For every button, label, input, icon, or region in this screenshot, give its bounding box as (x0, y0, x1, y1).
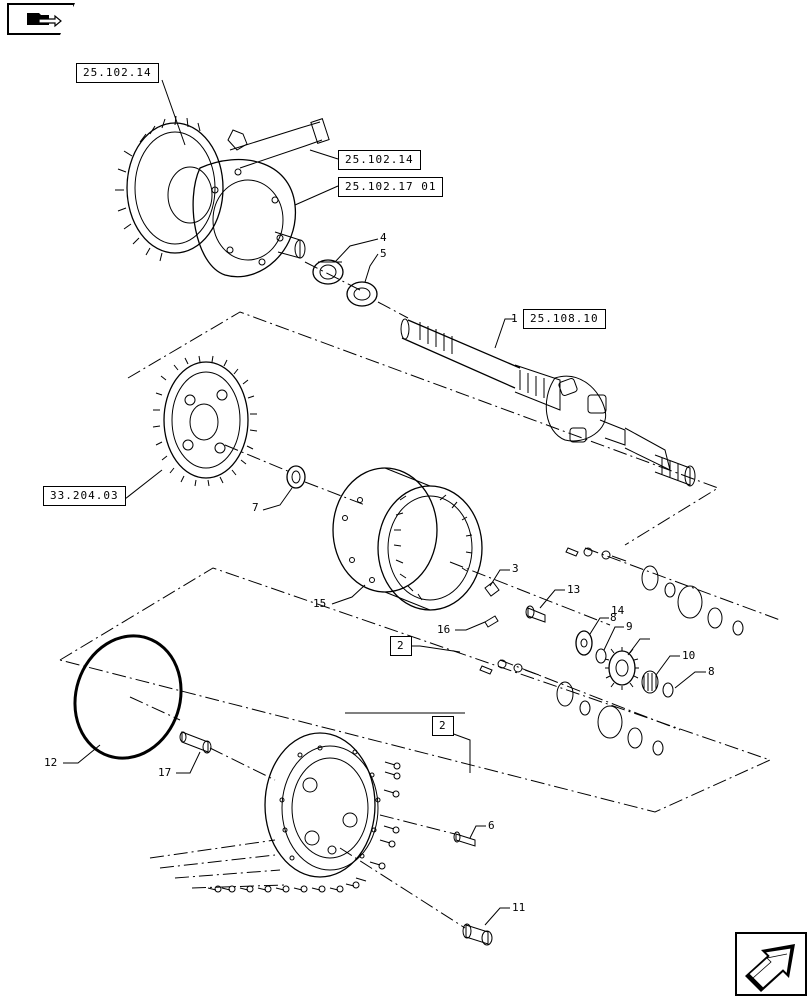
ref-box-2-upper[interactable]: 2 (390, 636, 412, 656)
callout-4: 4 (380, 231, 387, 244)
callout-1: 1 (511, 312, 518, 325)
bolt-part-6 (453, 831, 476, 847)
callout-11: 11 (512, 901, 526, 914)
ring-gear-part-15 (332, 467, 483, 611)
pin-part-16 (484, 615, 499, 628)
washer-part-8b (662, 682, 674, 698)
bearing-part-4 (312, 259, 344, 285)
ref-box-25-102-14[interactable]: 25.102.14 (338, 150, 421, 170)
pin-part-3 (484, 581, 500, 597)
planet-carrier-cover (264, 732, 381, 878)
callout-6: 6 (488, 819, 495, 832)
callout-17: 17 (158, 766, 172, 779)
ref-box-33-204-03[interactable]: 33.204.03 (43, 486, 126, 506)
cover-bolts (207, 761, 401, 893)
plug-part-11 (462, 923, 493, 946)
phantom-outline-upper (127, 311, 720, 546)
callout-15: 15 (313, 597, 327, 610)
planet-set-upper (565, 547, 744, 636)
planet-gear-part-9 (604, 647, 639, 690)
callout-16: 16 (437, 623, 451, 636)
ref-box-25-102-17-01[interactable]: 25.102.17 01 (338, 177, 444, 197)
callout-8-upper: 8 (610, 611, 617, 624)
pin-part-17 (179, 731, 212, 754)
differential-assembly (115, 115, 330, 278)
centerline-gear (224, 444, 611, 626)
axle-shaft-part-1 (400, 318, 696, 487)
phantom-outline-lower (58, 567, 772, 813)
callout-14: 14 (611, 604, 625, 617)
callout-3: 3 (512, 562, 519, 575)
washer-part-7 (286, 465, 306, 489)
needle-bearing-part-10 (641, 670, 659, 694)
ref-box-25-108-10[interactable]: 25.108.10 (523, 309, 606, 329)
callout-13: 13 (567, 583, 581, 596)
pin-part-13 (525, 605, 546, 623)
ref-box-25-102-14-top[interactable]: 25.102.14 (76, 63, 159, 83)
o-ring-part-12 (73, 634, 183, 760)
callout-10: 10 (682, 649, 696, 662)
planetary-gear-plate (152, 355, 258, 487)
callout-8-lower: 8 (708, 665, 715, 678)
callout-9: 9 (626, 620, 633, 633)
bolt-phantom-lines (149, 547, 781, 889)
callout-7: 7 (252, 501, 259, 514)
callout-12: 12 (44, 756, 58, 769)
next-page-arrow-icon[interactable] (735, 932, 807, 996)
washer-part-8a (595, 648, 607, 664)
callout-5: 5 (380, 247, 387, 260)
thrust-washer-part-14 (575, 630, 593, 656)
centerline-cover (129, 696, 466, 929)
ref-box-2-lower[interactable]: 2 (432, 716, 454, 736)
spacer-part-5 (346, 281, 378, 307)
planet-set-lower (479, 659, 664, 756)
centerline-shaft (304, 261, 409, 319)
